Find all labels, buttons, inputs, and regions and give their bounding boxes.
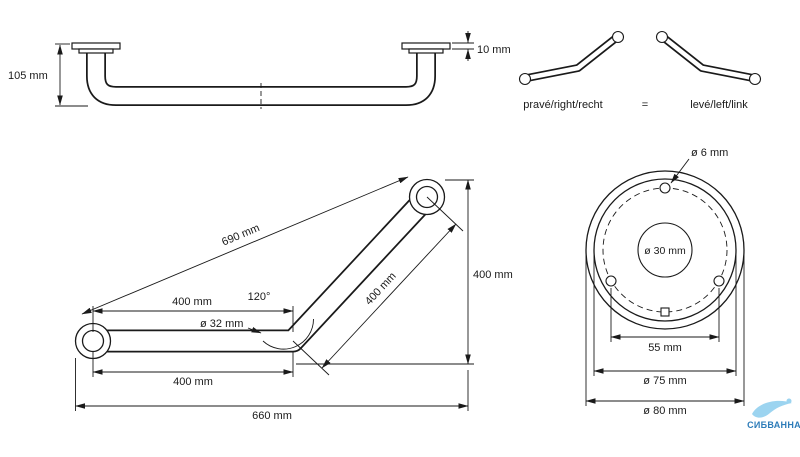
- dim-80: [585, 252, 745, 406]
- label-400-right: 400 mm: [473, 269, 513, 281]
- label-55: 55 mm: [648, 342, 682, 354]
- dim-660-overall: [75, 358, 469, 411]
- label-dia-30: ø 30 mm: [644, 245, 686, 257]
- leader-dia-6: [670, 158, 690, 184]
- label-dia-32: ø 32 mm: [200, 318, 243, 330]
- dim-400-top: [92, 306, 294, 332]
- angled-grab-bar-view: 690 mm 400 mm 120° ø 32 mm 400 mm 400 mm: [74, 176, 513, 422]
- screw-hole-top: [659, 182, 671, 194]
- left-wall-flange: [71, 42, 121, 54]
- flange-front-view: ø 30 mm ø 6 mm 55 mm ø 75 mm ø 80 mm: [585, 147, 745, 417]
- label-dia-75: ø 75 mm: [643, 375, 686, 387]
- right-version-icon: [518, 30, 625, 86]
- dim-400-angled: [292, 196, 464, 376]
- dim-75: [593, 252, 737, 376]
- right-wall-flange: [401, 42, 451, 54]
- index-notch-bottom: [660, 307, 670, 317]
- label-dia-80: ø 80 mm: [643, 405, 686, 417]
- watermark-logo-icon: [752, 400, 792, 418]
- straight-bar-side-view: 105 mm 10 mm: [8, 31, 511, 109]
- label-thickness-10: 10 mm: [477, 44, 511, 56]
- watermark-droplet-icon: [786, 398, 792, 404]
- center-hole: [637, 222, 693, 278]
- dim-height-105: [55, 43, 88, 107]
- tube-fill: [87, 49, 435, 105]
- angled-tube-outline: [93, 189, 436, 353]
- label-right-version: pravé/right/recht: [523, 99, 602, 111]
- label-equals: =: [642, 99, 648, 111]
- watermark-brand-text: СИБВАННА: [747, 420, 800, 430]
- dim-400-right: [296, 179, 474, 365]
- angled-tube-fill: [93, 190, 435, 351]
- label-angle-120: 120°: [248, 291, 271, 303]
- screw-hole-lower-left: [605, 275, 617, 287]
- label-height-105: 105 mm: [8, 70, 48, 82]
- label-690: 690 mm: [220, 222, 261, 248]
- label-dia-6: ø 6 mm: [691, 147, 728, 159]
- label-400-bottom: 400 mm: [173, 376, 213, 388]
- label-left-version: levé/left/link: [690, 99, 748, 111]
- left-version-icon: [655, 30, 762, 86]
- label-660: 660 mm: [252, 410, 292, 422]
- watermark: СИБВАННА: [747, 398, 800, 430]
- dim-55: [610, 288, 720, 342]
- dim-400-bottom: [92, 352, 294, 377]
- screw-hole-lower-right: [713, 275, 725, 287]
- dim-angle-120: [262, 318, 314, 350]
- dim-690-diagonal: [81, 176, 409, 315]
- dim-thickness-10: [452, 31, 474, 61]
- leader-dia-32: [247, 326, 262, 334]
- orientation-icons: pravé/right/recht = levé/left/link: [518, 30, 762, 111]
- label-400-top: 400 mm: [172, 296, 212, 308]
